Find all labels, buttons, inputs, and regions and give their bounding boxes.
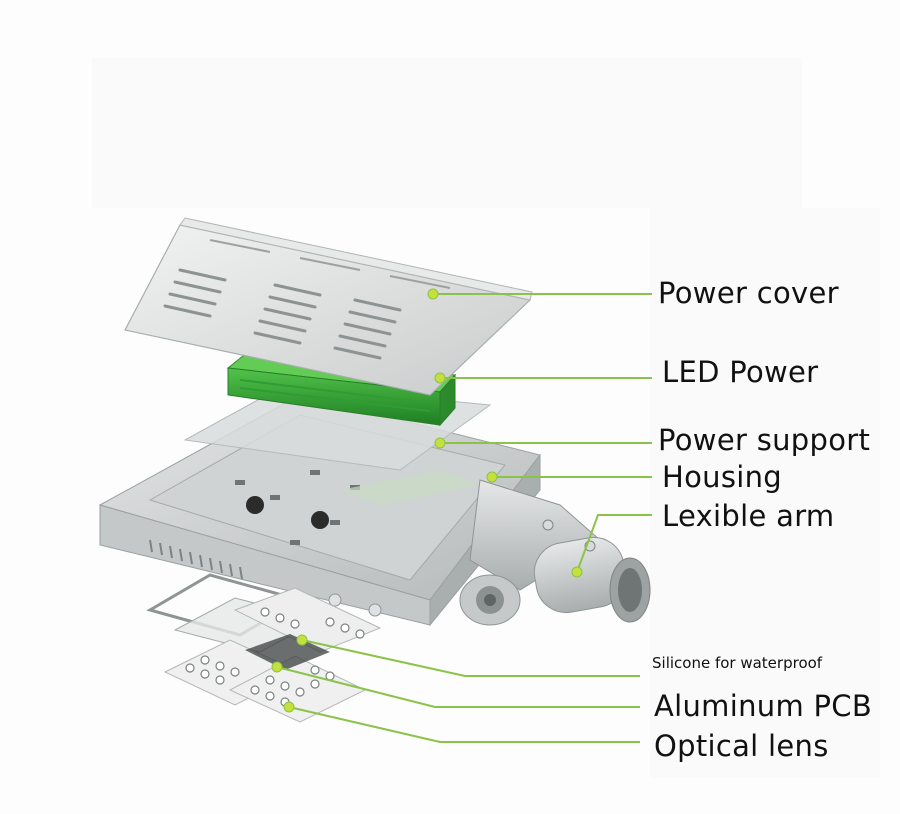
label-aluminum-pcb: Aluminum PCB: [654, 689, 873, 723]
flexible-arm-part: [459, 479, 651, 626]
label-power-support: Power support: [658, 423, 871, 457]
power-cover-part: [124, 217, 533, 396]
label-silicone: Silicone for waterproof: [652, 654, 823, 672]
backdrop-panel: [650, 208, 880, 778]
leader-lexible-arm: [576, 514, 652, 573]
leader-aluminum-pcb: [276, 666, 640, 708]
leader-optical-lens: [288, 706, 640, 743]
leader-silicone: [301, 639, 640, 677]
label-power-cover: Power cover: [658, 276, 839, 310]
label-optical-lens: Optical lens: [654, 729, 829, 763]
pcb-and-lens-part: [163, 587, 382, 723]
label-led-power: LED Power: [662, 355, 819, 389]
label-housing: Housing: [662, 460, 782, 494]
leader-dots: [271, 288, 583, 713]
leader-lines: [276, 293, 652, 743]
label-lexible-arm: Lexible arm: [662, 499, 835, 533]
backdrop-panel: [92, 58, 802, 208]
